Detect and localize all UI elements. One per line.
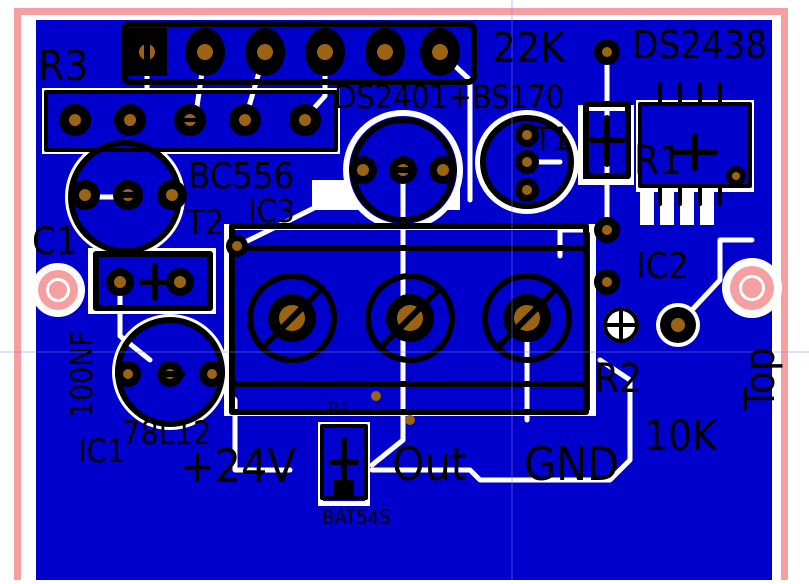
label-r3-value: 22K: [492, 23, 566, 72]
mounting-hole-right: [722, 258, 782, 318]
label-r2: R2: [594, 356, 642, 402]
screw-terminal-2: [365, 273, 455, 363]
r3-resistor-footprint: [44, 90, 338, 152]
label-top: Top: [735, 347, 784, 411]
label-pin-24v: +24V: [180, 439, 296, 493]
label-ds2401-bs170: DS2401+BS170: [334, 78, 564, 116]
terminal-block-ic3: [226, 223, 589, 425]
label-pin-gnd: GND: [524, 437, 619, 491]
connector-header-r3: [121, 21, 477, 85]
label-t1: T1: [533, 120, 570, 158]
diode-d1: [320, 424, 368, 500]
label-ic2: IC2: [636, 246, 689, 287]
label-pin-out: Out: [392, 437, 467, 491]
ic2-pads: [594, 269, 696, 343]
label-ds2438: DS2438: [632, 23, 767, 67]
label-ic1: IC1: [78, 432, 125, 470]
ds2401-package: [349, 117, 457, 223]
label-r1: R1: [634, 138, 682, 184]
header-pins: [127, 28, 460, 76]
label-t2: T2: [185, 203, 224, 243]
mounting-hole-left: [31, 263, 85, 317]
screw-terminal-1: [247, 273, 337, 363]
screw-terminal-3: [482, 273, 572, 363]
ds2438-soic: [638, 82, 752, 206]
label-r3: R3: [38, 41, 88, 90]
label-d1-part: BAT54S: [322, 505, 390, 529]
regulator-ic1: [115, 317, 225, 427]
label-r2-value: 10K: [644, 411, 718, 460]
label-d1: D1: [328, 399, 348, 418]
transistor-t1: [480, 115, 574, 209]
capacitor-c1: [93, 251, 213, 311]
label-ic3: IC3: [248, 192, 295, 230]
resistor-r1: [583, 39, 631, 243]
label-c1: C1: [32, 219, 78, 263]
label-bc556: BC556: [188, 156, 294, 197]
label-ic1-value: 78L12: [122, 414, 211, 452]
label-c1-value: 100NF: [65, 331, 100, 418]
